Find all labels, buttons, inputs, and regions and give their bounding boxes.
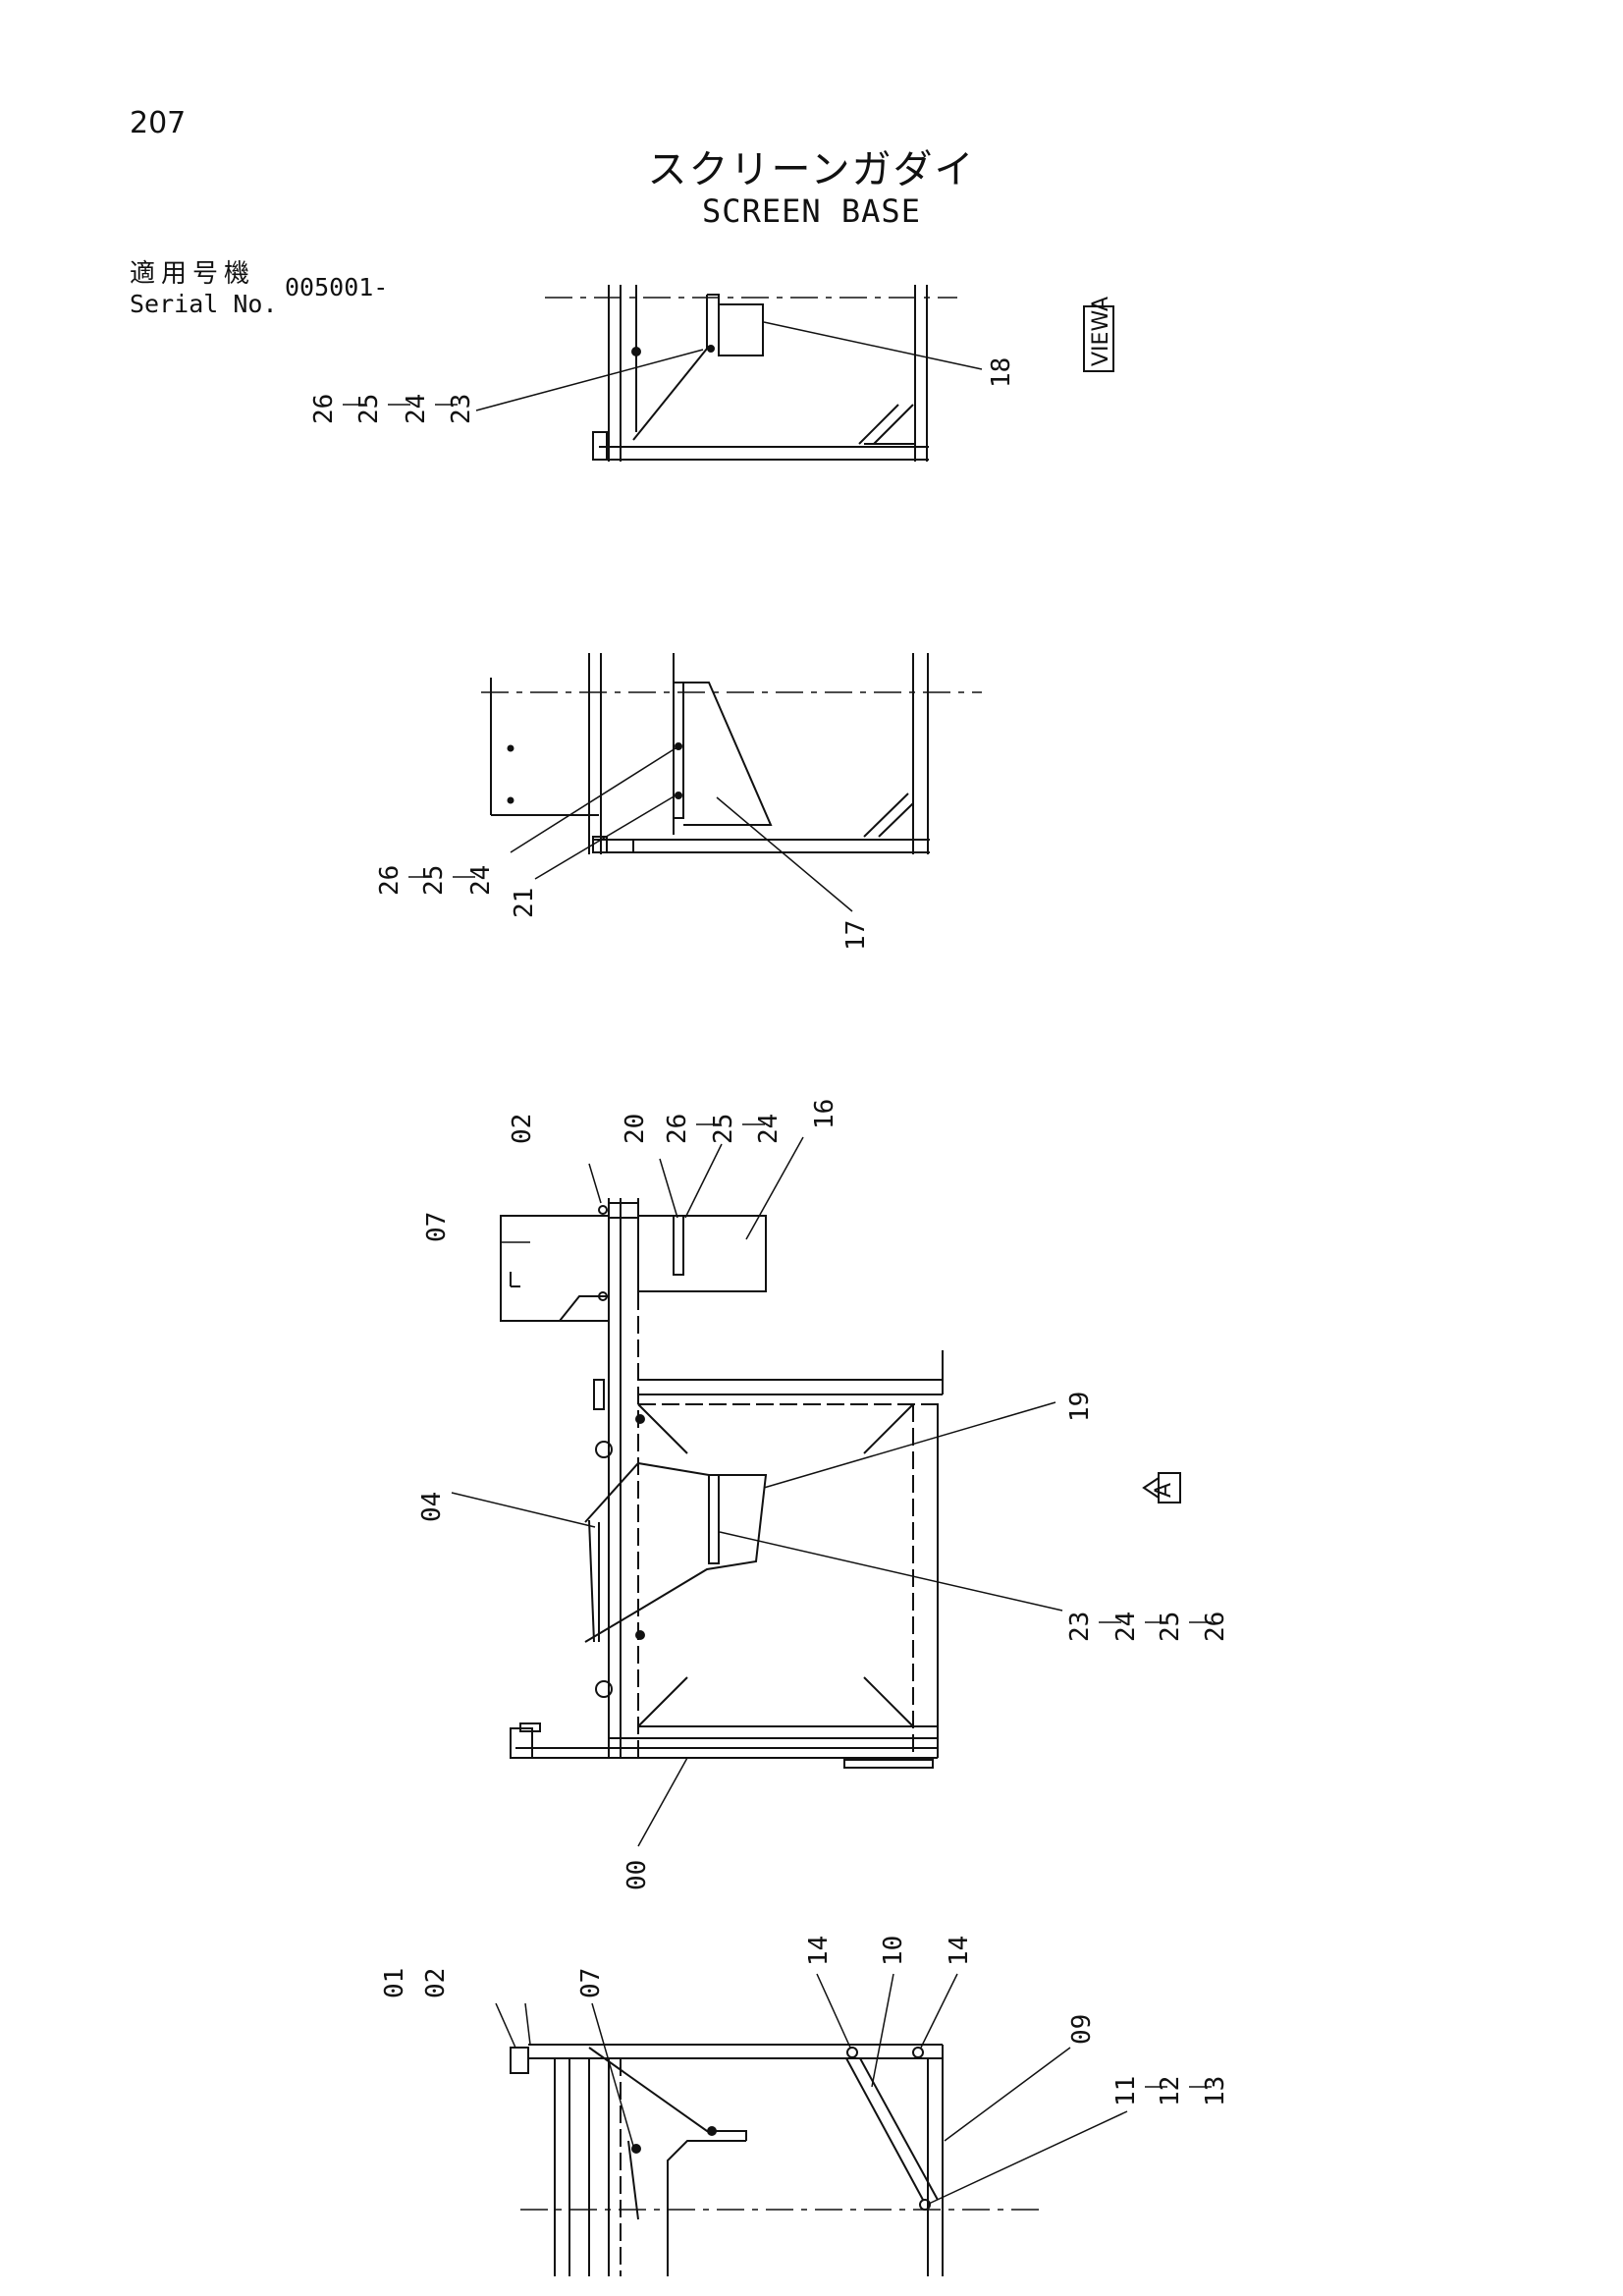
serial-label-english: Serial No. <box>130 290 278 318</box>
callout-number: 14 <box>945 1936 974 1966</box>
page-number: 207 <box>130 106 187 140</box>
callout-number: 25 <box>419 865 449 896</box>
callout-number: 07 <box>576 1968 606 1998</box>
callout-number: 26 <box>375 865 405 896</box>
callout-number: 24 <box>402 394 431 424</box>
callout-number: 25 <box>1156 1612 1185 1642</box>
callout-number: 11 <box>1111 2076 1141 2106</box>
view-a-label: VIEWA <box>1083 297 1114 372</box>
callout-number: 07 <box>422 1212 452 1242</box>
callout-number: 16 <box>810 1099 839 1129</box>
callout-number: 09 <box>1067 2014 1097 2045</box>
callout-number: 23 <box>447 394 476 424</box>
callout-number: 18 <box>987 357 1016 388</box>
view-2-drawing <box>481 653 982 912</box>
callout-number: 26 <box>663 1114 692 1144</box>
callout-number: 14 <box>804 1936 834 1966</box>
callout-number: 25 <box>354 394 384 424</box>
callout-number: 01 <box>380 1968 409 1998</box>
callout-number: 24 <box>1111 1612 1141 1642</box>
view-a-arrow <box>1142 1472 1181 1503</box>
view-a-arrow-letter: A <box>1152 1483 1176 1498</box>
title-japanese: スクリーンガダイ <box>647 147 976 192</box>
callout-number: 17 <box>841 920 871 951</box>
callout-number: 23 <box>1065 1612 1095 1642</box>
callout-number: 24 <box>466 865 496 896</box>
callout-number: 13 <box>1201 2076 1230 2106</box>
view-a-label-text: VIEWA <box>1089 297 1113 366</box>
callout-number: 26 <box>309 394 339 424</box>
callout-number: 25 <box>709 1114 738 1144</box>
callout-number: 04 <box>417 1492 447 1522</box>
callout-number: 02 <box>421 1968 451 1998</box>
callout-number: 02 <box>508 1114 537 1144</box>
view-3-drawing <box>451 1136 1063 1847</box>
callout-separators <box>343 404 1212 2088</box>
view-4-drawing <box>495 1973 1128 2276</box>
callout-number: 24 <box>754 1114 784 1144</box>
callout-number: 26 <box>1201 1612 1230 1642</box>
title-english: SCREEN BASE <box>702 192 921 230</box>
callout-number: 10 <box>879 1936 908 1966</box>
view-1-drawing <box>475 285 983 462</box>
callout-number: 00 <box>622 1860 652 1890</box>
serial-number-value: 005001- <box>285 273 389 301</box>
callout-number: 21 <box>510 888 539 918</box>
callout-number: 19 <box>1065 1392 1095 1422</box>
callout-number: 20 <box>621 1114 650 1144</box>
serial-label-japanese: 適用号機 <box>130 259 256 289</box>
callout-number: 12 <box>1156 2076 1185 2106</box>
